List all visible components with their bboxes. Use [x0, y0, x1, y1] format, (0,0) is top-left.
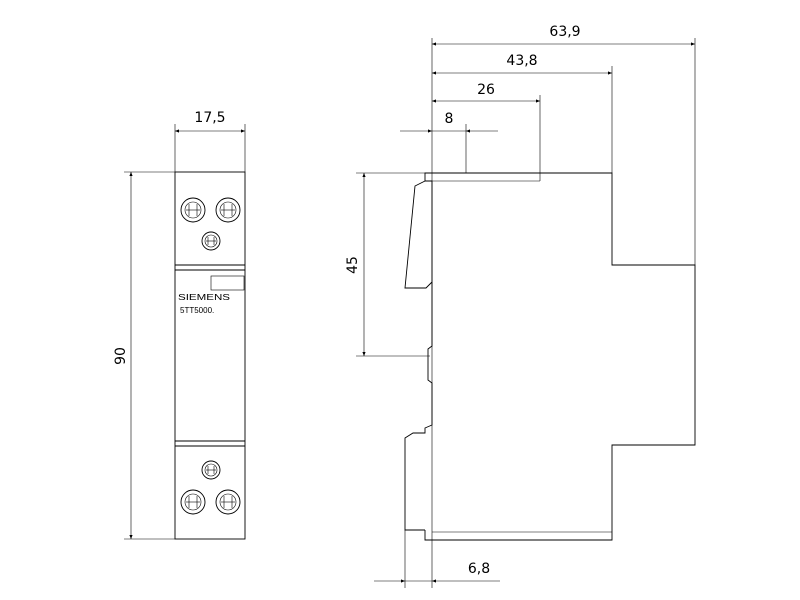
side-body-outline — [424, 172, 696, 541]
front-body-outline — [174, 171, 246, 540]
dim-depth-2-label: 43,8 — [506, 53, 537, 69]
front-view: SIEMENS 5TT5000. 17,5 90 — [113, 110, 246, 540]
terminal-screw-icon — [180, 197, 206, 223]
dimension-rail: 45 — [345, 172, 430, 357]
dim-depth-total-label: 63,9 — [549, 24, 580, 40]
dim-depth-4-label: 8 — [445, 111, 454, 127]
dim-bottom-label: 6,8 — [468, 561, 490, 577]
side-front-face — [404, 180, 433, 531]
dimension-depth-4: 8 — [400, 111, 498, 173]
model-label: 5TT5000. — [180, 306, 214, 315]
dim-height-label: 90 — [113, 347, 129, 365]
dim-rail-label: 45 — [345, 256, 361, 274]
dimension-width: 17,5 — [174, 110, 246, 172]
brand-label: SIEMENS — [178, 293, 230, 302]
dimension-depth-total: 63,9 — [431, 24, 696, 265]
terminal-screw-icon — [201, 460, 221, 480]
label-window — [210, 275, 245, 291]
terminal-screw-icon — [180, 489, 206, 515]
side-view: 63,9 43,8 26 8 45 — [345, 24, 696, 588]
dimension-depth-2: 43,8 — [432, 53, 613, 173]
dimension-depth-3: 26 — [432, 82, 541, 181]
dim-depth-3-label: 26 — [477, 82, 495, 98]
terminal-screw-icon — [215, 197, 241, 223]
terminal-screw-icon — [201, 231, 221, 251]
dim-width-label: 17,5 — [194, 110, 225, 126]
rail-clip-top — [404, 180, 433, 289]
dimension-bottom: 6,8 — [374, 530, 500, 588]
terminal-screw-icon — [215, 489, 241, 515]
dimension-height: 90 — [113, 171, 175, 540]
